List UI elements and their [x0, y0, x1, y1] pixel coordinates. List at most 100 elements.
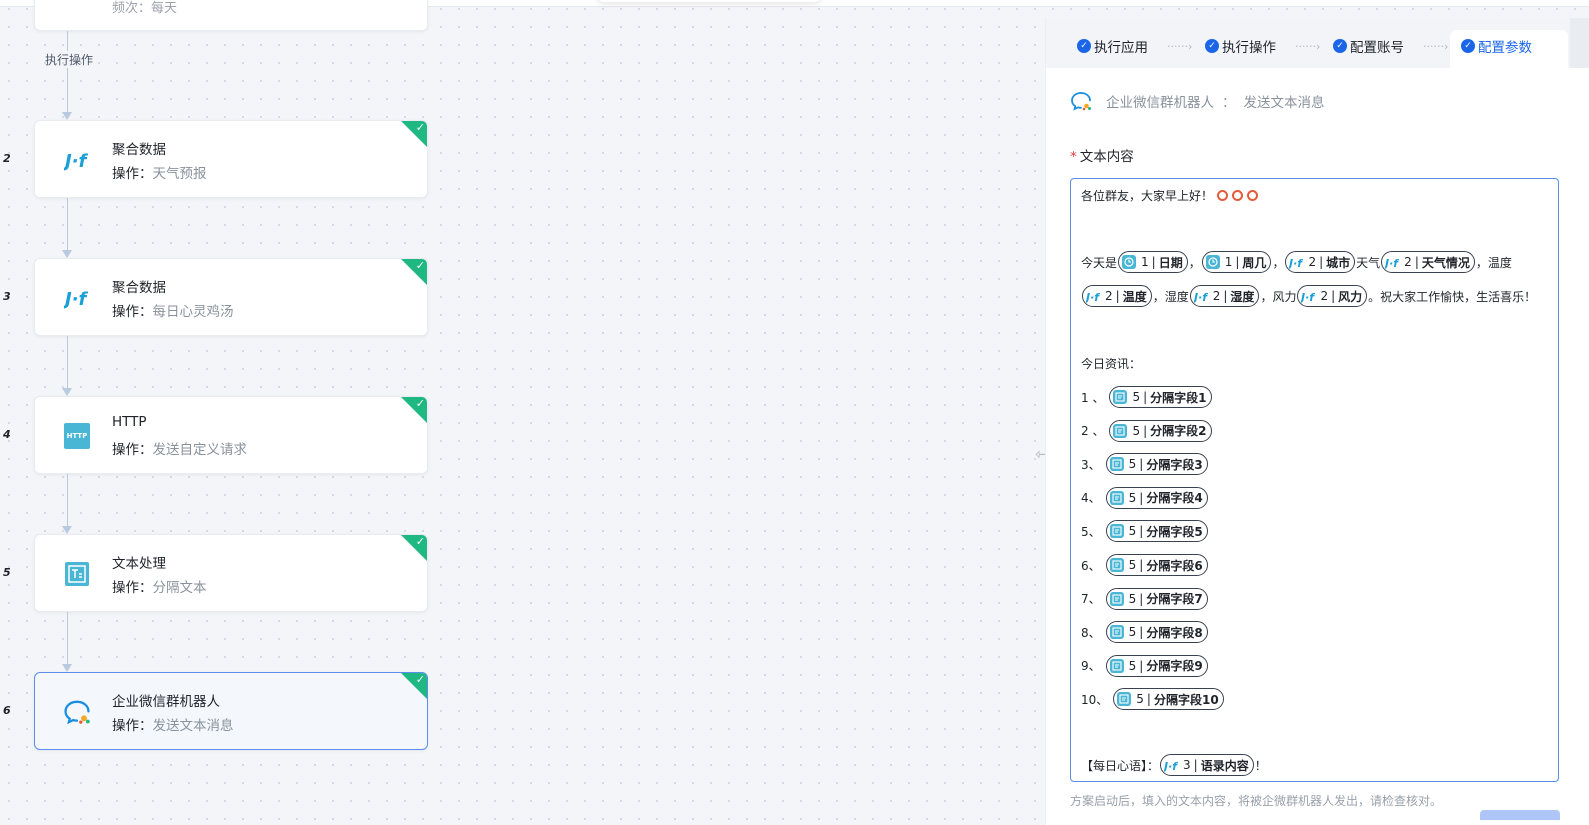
connector-line	[67, 31, 68, 51]
variable-tag[interactable]: 5|分隔字段4	[1105, 486, 1208, 509]
tag-step-num: 2	[1212, 289, 1221, 303]
op-prefix: 操作：	[112, 580, 153, 596]
text-process-icon	[1109, 658, 1124, 673]
field-label-text: 文本内容	[1079, 149, 1134, 165]
step-config-params[interactable]: ✓ 配置参数	[1461, 36, 1532, 56]
check-icon: ✓	[415, 535, 425, 548]
variable-tag[interactable]: 5|分隔字段3	[1105, 453, 1208, 476]
variable-tag[interactable]: 5|分隔字段5	[1105, 520, 1208, 543]
step-exec-app[interactable]: ✓ 执行应用	[1077, 36, 1148, 56]
editor-line: 8、5|分隔字段8	[1081, 621, 1209, 644]
http-icon: HTTP	[61, 420, 93, 452]
alarm-clock-icon	[1217, 190, 1229, 201]
juhe-logo-icon: J·f	[1301, 289, 1315, 303]
flow-node-partial[interactable]: 频次：每天	[34, 0, 428, 31]
alarm-clock-icon	[1247, 190, 1259, 201]
news-index: 6、	[1081, 558, 1101, 573]
op-prefix: 操作：	[112, 304, 153, 320]
node-title: 企业微信群机器人	[112, 694, 220, 710]
text: ，	[1152, 289, 1165, 304]
flow-node[interactable]: J·f 聚合数据 操作：每日心灵鸡汤 ✓	[34, 258, 428, 336]
svg-text:J·f: J·f	[64, 151, 89, 172]
juhe-logo-icon: J·f	[1289, 255, 1303, 269]
svg-text:J·f: J·f	[1086, 291, 1100, 303]
tag-sep: |	[1139, 558, 1144, 572]
bottom-action-button[interactable]	[1480, 810, 1560, 820]
flow-node[interactable]: HTTP HTTP 操作：发送自定义请求 ✓	[34, 396, 428, 474]
variable-tag[interactable]: 5|分隔字段2	[1109, 419, 1212, 442]
variable-tag[interactable]: 5|分隔字段6	[1105, 554, 1208, 576]
flow-node[interactable]: 文本处理 操作：分隔文本 ✓	[34, 534, 428, 612]
news-index: 2 、	[1081, 424, 1105, 439]
tag-step-num: 5	[1136, 692, 1144, 707]
tag-field-name: 天气情况	[1421, 255, 1470, 270]
step-exec-op[interactable]: ✓ 执行操作	[1205, 36, 1276, 56]
editor-line: 2 、 5|分隔字段2	[1081, 419, 1213, 442]
tag-sep: |	[1193, 758, 1198, 772]
tag-sep: |	[1139, 490, 1144, 505]
flow-node[interactable]: J·f 聚合数据 操作：天气预报 ✓	[34, 120, 428, 198]
step-dots: ······›	[1423, 40, 1449, 53]
svg-text:J·f: J·f	[1164, 760, 1178, 772]
connector-arrow	[62, 664, 72, 672]
variable-tag[interactable]: 5|分隔字段8	[1105, 621, 1208, 644]
svg-text:J·f: J·f	[1194, 291, 1208, 303]
text: 天气	[1356, 255, 1381, 270]
text-process-icon	[1113, 423, 1128, 438]
flow-node[interactable]: 企业微信群机器人 操作：发送文本消息 ✓	[34, 672, 428, 750]
tag-step-num: 2	[1308, 255, 1317, 269]
editor-line: 各位群友，大家早上好！	[1081, 187, 1259, 204]
connector-line	[67, 474, 68, 526]
variable-tag[interactable]: 5|分隔字段1	[1109, 386, 1212, 408]
tag-field-name: 温度	[1122, 289, 1147, 304]
tag-sep: |	[1319, 255, 1324, 269]
tag-step-num: 5	[1132, 390, 1141, 404]
top-toolbar-pill	[596, 0, 822, 2]
editor-line: 1 、5|分隔字段1	[1081, 386, 1213, 408]
variable-tag[interactable]: 5|分隔字段9	[1105, 654, 1208, 677]
tag-field-name: 分隔字段6	[1146, 558, 1203, 573]
variable-tag[interactable]: 5|分隔字段7	[1105, 587, 1208, 610]
op-value: 天气预报	[152, 166, 207, 182]
clock-icon	[1122, 255, 1137, 269]
text-process-icon	[61, 558, 93, 590]
tag-step-num: 5	[1128, 591, 1137, 606]
step-config-account[interactable]: ✓ 配置账号	[1333, 36, 1404, 56]
tag-sep: |	[1235, 255, 1240, 269]
text: ，	[1475, 255, 1488, 270]
check-circle-icon: ✓	[1205, 39, 1219, 53]
editor-line: 10、5|分隔字段10	[1081, 688, 1225, 711]
op-value: 每日心灵鸡汤	[152, 304, 234, 320]
field-hint: 方案启动后，填入的文本内容，将被企微群机器人发出，请检查核对。	[1070, 794, 1443, 808]
text-process-icon	[1109, 558, 1124, 572]
wecom-bot-icon	[1071, 92, 1091, 111]
tag-step-num: 5	[1128, 625, 1137, 640]
text: ，	[1272, 255, 1285, 270]
step-label: 执行操作	[1222, 40, 1276, 56]
wecom-bot-icon	[61, 696, 93, 728]
variable-tag[interactable]: 5|分隔字段10	[1113, 688, 1224, 711]
variable-tag[interactable]: 1|周几	[1201, 251, 1272, 273]
text: 温度	[1487, 255, 1512, 270]
tag-step-num: 2	[1320, 289, 1329, 303]
tag-sep: |	[1139, 457, 1144, 472]
greeting-text: 各位群友，大家早上好！	[1081, 189, 1214, 203]
variable-tag[interactable]: 1|日期	[1118, 251, 1188, 273]
text: 。祝大家工作愉快，生活喜乐！	[1368, 289, 1537, 304]
step-number: 5	[3, 566, 11, 579]
op-prefix: 操作：	[112, 718, 153, 734]
tag-field-name: 分隔字段8	[1146, 625, 1203, 640]
text-process-icon	[1109, 457, 1124, 472]
connector-line	[67, 198, 68, 250]
step-scroll-strip[interactable]	[1570, 18, 1589, 68]
tag-step-num: 5	[1128, 558, 1137, 572]
step-label: 配置账号	[1350, 40, 1404, 56]
